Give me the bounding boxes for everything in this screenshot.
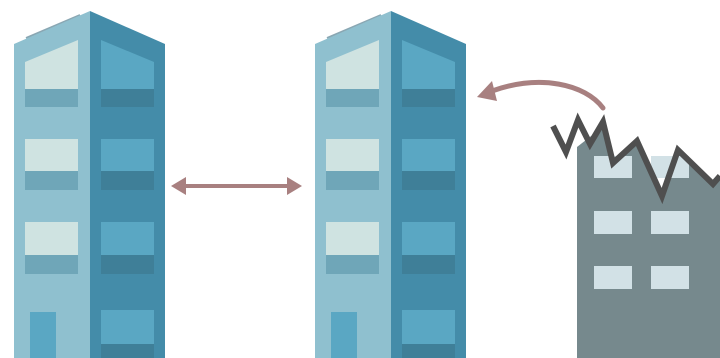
building-damaged xyxy=(553,120,720,358)
building-left xyxy=(14,11,165,358)
double-arrow-icon xyxy=(171,177,302,195)
curved-arrow-icon xyxy=(477,81,603,108)
building-middle xyxy=(315,11,466,358)
